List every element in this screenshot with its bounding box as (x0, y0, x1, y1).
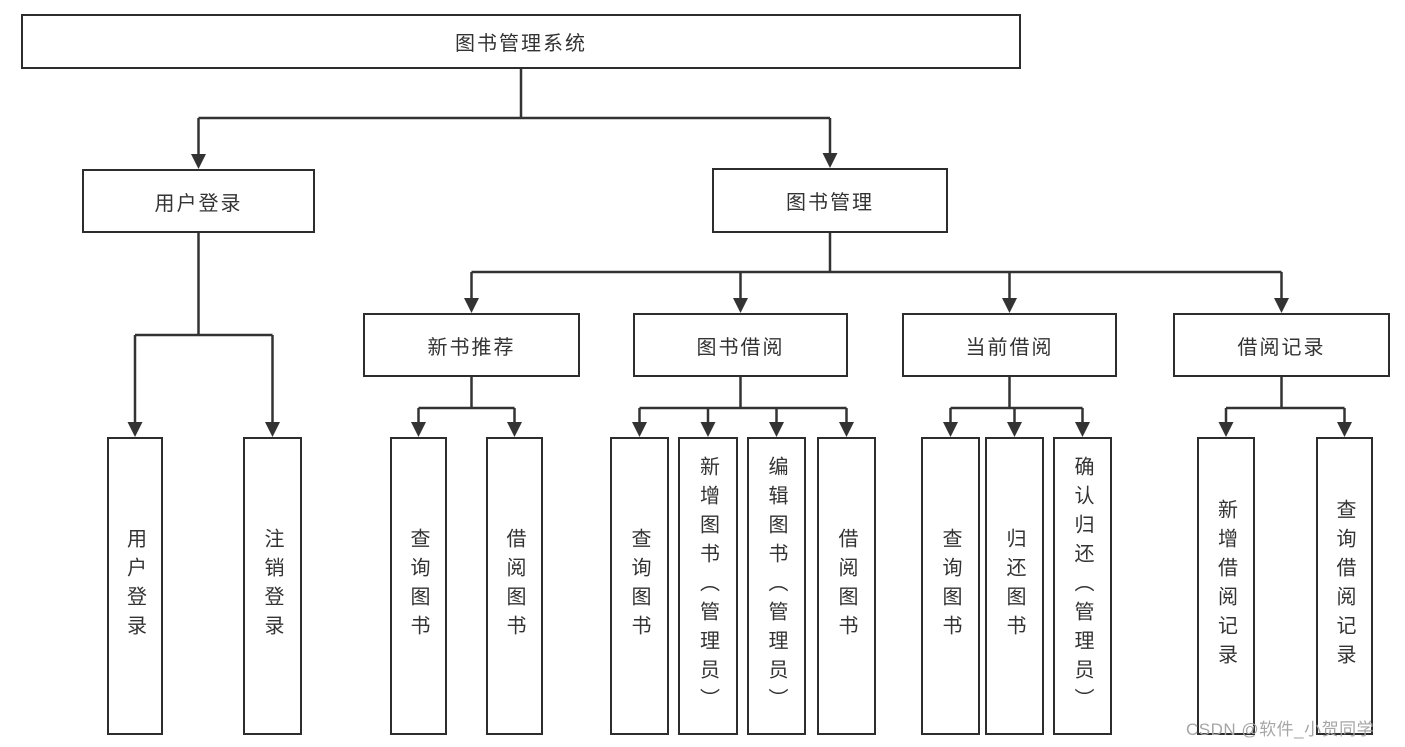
arrowhead-down-icon (1274, 298, 1289, 313)
arrowhead-down-icon (191, 154, 206, 169)
node-library-system: 图书管理系统 (21, 14, 1021, 69)
arrowhead-down-icon (1007, 422, 1022, 437)
arrowhead-down-icon (265, 422, 280, 437)
leaf-current-query-books: 查询图书 (921, 437, 980, 735)
leaf-current-return-books: 归还图书 (985, 437, 1044, 735)
arrowhead-down-icon (632, 422, 647, 437)
node-user-login: 用户登录 (82, 169, 315, 233)
node-book-borrowing: 图书借阅 (633, 313, 848, 377)
arrowhead-down-icon (464, 298, 479, 313)
leaf-borrowing-borrow-books: 借阅图书 (817, 437, 876, 735)
leaf-newbook-query-books: 查询图书 (390, 437, 447, 735)
leaf-records-add-record: 新增借阅记录 (1197, 437, 1255, 735)
arrowhead-down-icon (507, 422, 522, 437)
csdn-watermark: CSDN @软件_小贺同学 (1186, 720, 1375, 739)
arrowhead-down-icon (411, 422, 426, 437)
arrowhead-down-icon (1337, 422, 1352, 437)
arrowhead-down-icon (1002, 298, 1017, 313)
leaf-current-confirm-return-admin: 确认归还（管理员） (1053, 437, 1112, 735)
node-borrow-records: 借阅记录 (1173, 313, 1390, 377)
leaf-borrowing-add-books-admin: 新增图书（管理员） (678, 437, 738, 735)
arrowhead-down-icon (733, 298, 748, 313)
leaf-borrowing-query-books: 查询图书 (610, 437, 669, 735)
arrowhead-down-icon (822, 153, 838, 168)
leaf-borrowing-edit-books-admin: 编辑图书（管理员） (747, 437, 806, 735)
node-current-borrowing: 当前借阅 (902, 313, 1117, 377)
node-book-management: 图书管理 (712, 168, 948, 233)
leaf-logout: 注销登录 (243, 437, 302, 735)
arrowhead-down-icon (127, 422, 143, 437)
leaf-records-query-record: 查询借阅记录 (1316, 437, 1373, 735)
leaf-newbook-borrow-books: 借阅图书 (486, 437, 543, 735)
arrowhead-down-icon (943, 422, 958, 437)
arrowhead-down-icon (1075, 422, 1090, 437)
node-new-book-recommend: 新书推荐 (363, 313, 580, 377)
leaf-user-login: 用户登录 (107, 437, 163, 735)
arrowhead-down-icon (839, 422, 854, 437)
arrowhead-down-icon (769, 422, 784, 437)
arrowhead-down-icon (1218, 422, 1234, 437)
arrowhead-down-icon (700, 422, 716, 437)
